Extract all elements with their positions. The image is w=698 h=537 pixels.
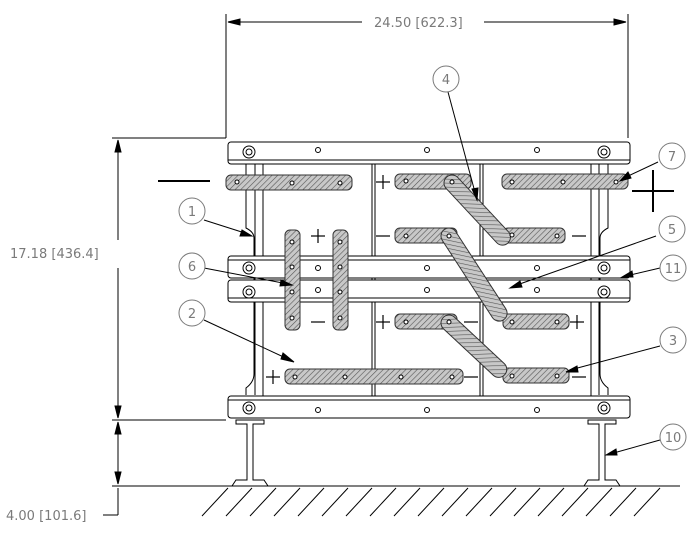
ground-hatch-line	[369, 487, 397, 517]
busbar	[332, 229, 349, 331]
svg-text:11: 11	[665, 262, 682, 277]
ground-hatch-line	[201, 487, 229, 517]
ground-hatch-line	[537, 487, 565, 517]
bottom-rail	[227, 395, 631, 419]
balloon-5: 5	[658, 215, 686, 243]
busbar	[284, 229, 301, 331]
i-beam-leg-left	[231, 419, 269, 487]
balloon-4: 4	[432, 65, 460, 93]
balloon-11: 11	[659, 254, 687, 282]
busbar	[284, 368, 464, 385]
dimension-base	[103, 421, 196, 516]
busbar-terminals	[234, 178, 619, 380]
busbar-link	[440, 314, 508, 378]
ground-hatch-line	[465, 487, 493, 517]
balloon-7: 7	[658, 142, 686, 170]
balloon-10: 10	[659, 423, 687, 451]
busbar-link	[443, 174, 511, 246]
top-rail	[227, 141, 631, 165]
leader-lines	[203, 91, 661, 456]
dimension-height-label: 17.18 [436.4]	[10, 247, 99, 262]
i-beam-leg-right	[583, 419, 621, 487]
svg-text:3: 3	[669, 334, 677, 349]
ground-hatch-line	[417, 487, 445, 517]
ground-hatch-line	[561, 487, 589, 517]
dimension-height	[112, 137, 226, 421]
ground-hatch-line	[585, 487, 613, 517]
ground-line	[196, 485, 680, 517]
ground-hatch-line	[633, 487, 661, 517]
svg-text:10: 10	[665, 431, 682, 446]
dimension-width-label: 24.50 [622.3]	[374, 16, 463, 31]
svg-text:6: 6	[188, 260, 196, 275]
ground-hatch-line	[393, 487, 421, 517]
ground-hatch-line	[273, 487, 301, 517]
svg-text:5: 5	[668, 223, 676, 238]
balloon-6: 6	[178, 252, 206, 280]
rail-holes	[242, 145, 611, 415]
rail-bolts	[315, 147, 540, 413]
busbar	[225, 174, 353, 191]
ground-hatch-line	[513, 487, 541, 517]
svg-text:2: 2	[188, 307, 196, 322]
busbar-link	[440, 227, 508, 322]
ground-hatch-line	[249, 487, 277, 517]
svg-text:7: 7	[668, 150, 676, 165]
ground-hatch-line	[345, 487, 373, 517]
ground-hatch-line	[225, 487, 253, 517]
dimension-base-label: 4.00 [101.6]	[6, 509, 86, 524]
polarity-marks	[158, 170, 674, 384]
busbar	[502, 313, 570, 330]
busbars	[225, 173, 629, 385]
ground-hatch-line	[441, 487, 469, 517]
ground-hatch-line	[609, 487, 637, 517]
ground-hatch-line	[321, 487, 349, 517]
balloon-3: 3	[659, 326, 687, 354]
svg-text:1: 1	[188, 205, 196, 220]
balloon-2: 2	[178, 299, 206, 327]
ground-hatch-line	[297, 487, 325, 517]
balloon-1: 1	[178, 197, 206, 225]
svg-text:4: 4	[442, 73, 450, 88]
dimension-width	[225, 14, 629, 138]
ground-hatch-line	[489, 487, 517, 517]
